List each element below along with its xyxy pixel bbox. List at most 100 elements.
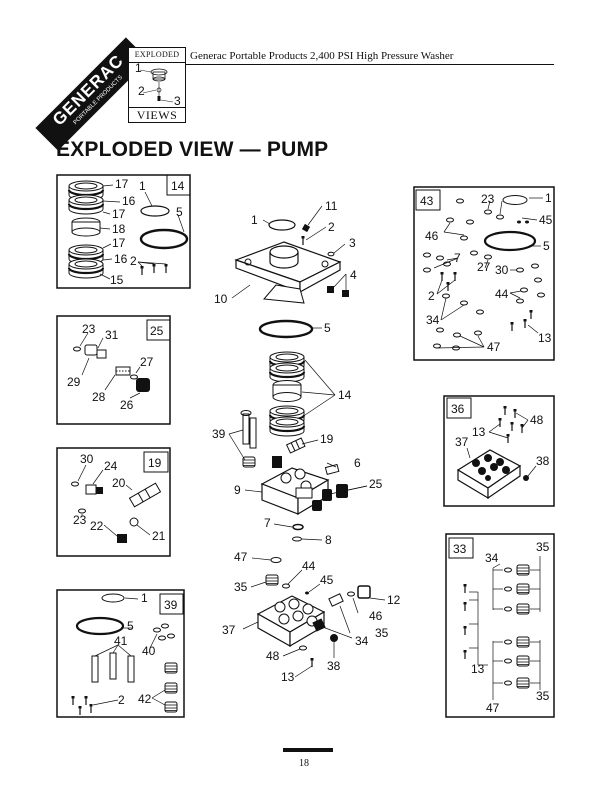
badge-label-1: 1 bbox=[135, 61, 142, 75]
main-callout-14: 14 bbox=[338, 388, 352, 402]
box-39-callout-41: 41 bbox=[114, 634, 128, 648]
box-39-callout-5: 5 bbox=[127, 619, 134, 633]
header-title: Generac Portable Products 2,400 PSI High… bbox=[190, 50, 454, 62]
main-callout-9: 9 bbox=[234, 483, 241, 497]
box-43: 43 bbox=[413, 186, 555, 361]
box-33-callout-35b: 35 bbox=[536, 689, 550, 703]
box-39-id: 39 bbox=[164, 598, 178, 612]
box-19-callout-23: 23 bbox=[73, 513, 87, 527]
badge-mini-diagram: 1 2 3 bbox=[135, 61, 181, 108]
main-callout-2: 2 bbox=[328, 220, 335, 234]
main-callout-39: 39 bbox=[212, 427, 226, 441]
box-39-callout-42: 42 bbox=[138, 692, 152, 706]
header-rule bbox=[186, 64, 554, 65]
box-43-callout-5: 5 bbox=[543, 239, 550, 253]
box-43-callout-45: 45 bbox=[539, 213, 553, 227]
badge-label-3: 3 bbox=[174, 94, 181, 108]
box-33-callout-35a: 35 bbox=[536, 540, 550, 554]
box-43-callout-2: 2 bbox=[428, 289, 435, 303]
box-36-callout-38: 38 bbox=[536, 454, 550, 468]
main-callout-13: 13 bbox=[281, 670, 295, 684]
main-callout-44: 44 bbox=[302, 559, 316, 573]
box-43-callout-7: 7 bbox=[454, 251, 461, 265]
box-25-callout-28: 28 bbox=[92, 390, 106, 404]
main-callout-10: 10 bbox=[214, 292, 228, 306]
main-callout-8: 8 bbox=[325, 533, 332, 547]
box-14-callout-18: 18 bbox=[112, 222, 126, 236]
main-callout-35b: 35 bbox=[375, 626, 389, 640]
box-14-callout-17c: 17 bbox=[112, 236, 126, 250]
box-25-callout-29: 29 bbox=[67, 375, 81, 389]
box-36: 36 48 13 37 38 bbox=[443, 395, 555, 507]
box-19-callout-30: 30 bbox=[80, 452, 94, 466]
box-43-callout-27: 27 bbox=[477, 260, 491, 274]
main-callout-35: 35 bbox=[234, 580, 248, 594]
box-14-callout-16a: 16 bbox=[122, 194, 136, 208]
box-19-callout-20: 20 bbox=[112, 476, 126, 490]
box-36-id: 36 bbox=[451, 402, 465, 416]
box-43-callout-34: 34 bbox=[426, 313, 440, 327]
box-25: 25 23 31 27 29 28 26 bbox=[56, 315, 171, 425]
page-title: EXPLODED VIEW — PUMP bbox=[56, 138, 329, 161]
box-36-callout-13: 13 bbox=[472, 425, 486, 439]
main-callout-5: 5 bbox=[324, 321, 331, 335]
main-callout-3: 3 bbox=[349, 236, 356, 250]
box-14-callout-1: 1 bbox=[139, 179, 146, 193]
box-14: 14 17 16 17 18 17 16 15 1 bbox=[56, 174, 191, 289]
box-25-callout-27: 27 bbox=[140, 355, 154, 369]
page-number: 18 bbox=[299, 758, 309, 769]
box-14-callout-17a: 17 bbox=[115, 177, 129, 191]
main-callout-7: 7 bbox=[264, 516, 271, 530]
exploded-views-badge: EXPLODED 1 2 3 VIEWS bbox=[128, 47, 186, 123]
main-callout-34: 34 bbox=[355, 634, 369, 648]
box-25-callout-26: 26 bbox=[120, 398, 134, 412]
box-33-callout-47: 47 bbox=[486, 701, 500, 715]
box-43-callout-30: 30 bbox=[495, 263, 509, 277]
main-callout-38: 38 bbox=[327, 659, 341, 673]
main-callout-12: 12 bbox=[387, 593, 401, 607]
main-assembly: 1 11 2 3 4 10 5 14 39 19 6 9 25 7 8 47 4… bbox=[212, 199, 401, 684]
box-43-callout-44: 44 bbox=[495, 287, 509, 301]
box-36-callout-37: 37 bbox=[455, 435, 469, 449]
box-33: 33 34 35 13 35 47 bbox=[445, 533, 555, 718]
box-19: 19 30 24 20 23 22 21 bbox=[56, 447, 171, 557]
badge-bottom-label: VIEWS bbox=[129, 107, 185, 122]
box-33-callout-13: 13 bbox=[471, 662, 485, 676]
box-14-id: 14 bbox=[171, 179, 185, 193]
box-19-callout-24: 24 bbox=[104, 459, 118, 473]
box-43-id: 43 bbox=[420, 194, 434, 208]
box-43-callout-13: 13 bbox=[538, 331, 552, 345]
main-callout-47: 47 bbox=[234, 550, 248, 564]
box-14-callout-17b: 17 bbox=[112, 207, 126, 221]
box-25-callout-31: 31 bbox=[105, 328, 119, 342]
box-14-callout-15: 15 bbox=[110, 273, 124, 287]
badge-top-label: EXPLODED bbox=[129, 48, 185, 63]
box-14-callout-16b: 16 bbox=[114, 252, 128, 266]
box-43-callout-23: 23 bbox=[481, 192, 495, 206]
footer-bar bbox=[283, 748, 333, 752]
badge-label-2: 2 bbox=[138, 84, 145, 98]
box-19-id: 19 bbox=[148, 456, 162, 470]
main-callout-6: 6 bbox=[354, 456, 361, 470]
main-callout-45: 45 bbox=[320, 573, 334, 587]
box-14-callout-5: 5 bbox=[176, 205, 183, 219]
box-19-callout-21: 21 bbox=[152, 529, 166, 543]
box-36-callout-48: 48 bbox=[530, 413, 544, 427]
box-25-id: 25 bbox=[150, 324, 164, 338]
box-25-callout-23: 23 bbox=[82, 322, 96, 336]
box-33-callout-34: 34 bbox=[485, 551, 499, 565]
main-callout-25: 25 bbox=[369, 477, 383, 491]
main-callout-19: 19 bbox=[320, 432, 334, 446]
box-39-callout-2: 2 bbox=[118, 693, 125, 707]
box-43-callout-1: 1 bbox=[545, 191, 552, 205]
box-33-id: 33 bbox=[453, 542, 467, 556]
box-39-callout-40: 40 bbox=[142, 644, 156, 658]
main-callout-48: 48 bbox=[266, 649, 280, 663]
box-39: 39 1 5 41 40 2 42 bbox=[56, 589, 185, 718]
box-43-callout-47: 47 bbox=[487, 340, 501, 354]
main-callout-1: 1 bbox=[251, 213, 258, 227]
main-callout-11: 11 bbox=[325, 199, 338, 213]
box-19-callout-22: 22 bbox=[90, 519, 104, 533]
box-14-callout-2: 2 bbox=[130, 254, 137, 268]
